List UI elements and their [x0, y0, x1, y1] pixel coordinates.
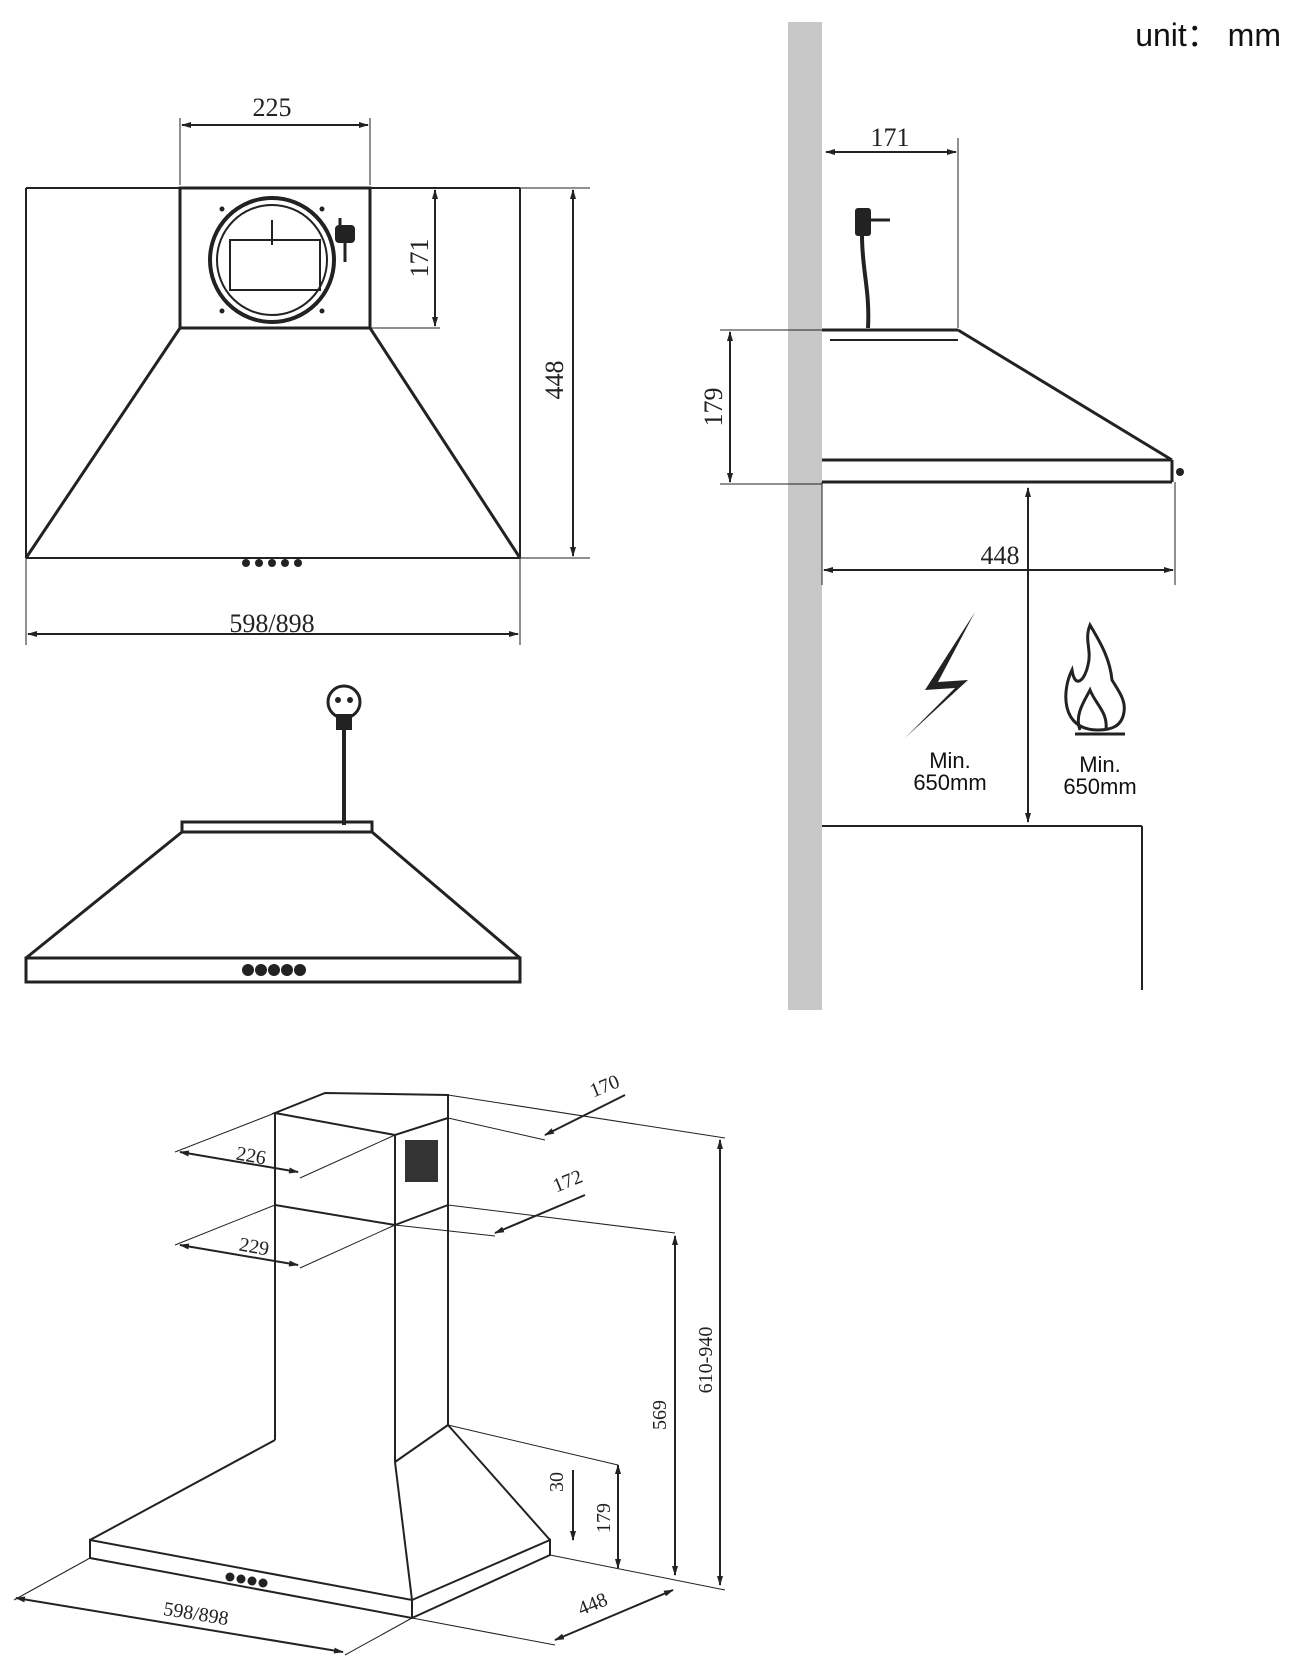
- dim-top-depth: 170: [587, 1071, 623, 1103]
- dim-total-width: 598/898: [229, 609, 314, 638]
- plug-icon: [326, 684, 362, 825]
- gas-clearance-line2: 650mm: [1063, 774, 1136, 799]
- dim-base-width: 598/898: [162, 1598, 230, 1630]
- unit-label: unit： mm: [1135, 17, 1281, 53]
- dim-outlet-width: 225: [253, 93, 292, 122]
- dim-line-226: [179, 1150, 299, 1174]
- dim-base-depth: 448: [575, 1589, 611, 1621]
- isometric-view: 170 226 172 229 610-940 569 179 30 448: [13, 1071, 726, 1656]
- dim-outlet-height: 171: [405, 239, 434, 278]
- dim-trim-height: 30: [546, 1472, 568, 1492]
- gas-clearance-line1: Min.: [1079, 752, 1121, 777]
- flame-icon: [1064, 621, 1126, 736]
- electric-clearance-line2: 650mm: [913, 770, 986, 795]
- dim-line-448-iso: [554, 1589, 674, 1641]
- dim-total-height: 448: [540, 361, 569, 400]
- dim-lower-depth: 172: [550, 1166, 586, 1198]
- dim-outlet-depth: 171: [871, 123, 910, 152]
- electric-clearance-line1: Min.: [929, 748, 971, 773]
- dim-line-width-iso: [15, 1596, 344, 1654]
- dim-hood-height: 179: [699, 388, 728, 427]
- vent-grille: [405, 1140, 438, 1182]
- dim-line-172: [494, 1194, 586, 1234]
- dim-chimney-lower: 569: [649, 1400, 671, 1430]
- dim-lower-width: 229: [237, 1234, 270, 1261]
- side-view: 171 179 448 Min. 650mm: [699, 22, 1184, 1010]
- control-knobs: [242, 964, 306, 976]
- dim-line-170: [544, 1094, 626, 1136]
- dim-chimney-range: 610-940: [695, 1327, 717, 1394]
- front-elevation-view: [24, 684, 522, 984]
- dim-line-229: [179, 1243, 299, 1267]
- control-knobs: [242, 559, 302, 567]
- lightning-icon: [905, 612, 975, 738]
- control-knobs: [225, 1572, 268, 1588]
- dim-top-width: 226: [234, 1143, 267, 1170]
- plug-icon: [855, 208, 890, 329]
- front-view: 225 171 448 598/898: [24, 93, 590, 645]
- plug-icon: [335, 218, 355, 262]
- dim-canopy-height: 179: [593, 1503, 615, 1533]
- dim-hood-depth: 448: [981, 541, 1020, 570]
- wall: [788, 22, 822, 1010]
- motor-fan: [208, 196, 336, 324]
